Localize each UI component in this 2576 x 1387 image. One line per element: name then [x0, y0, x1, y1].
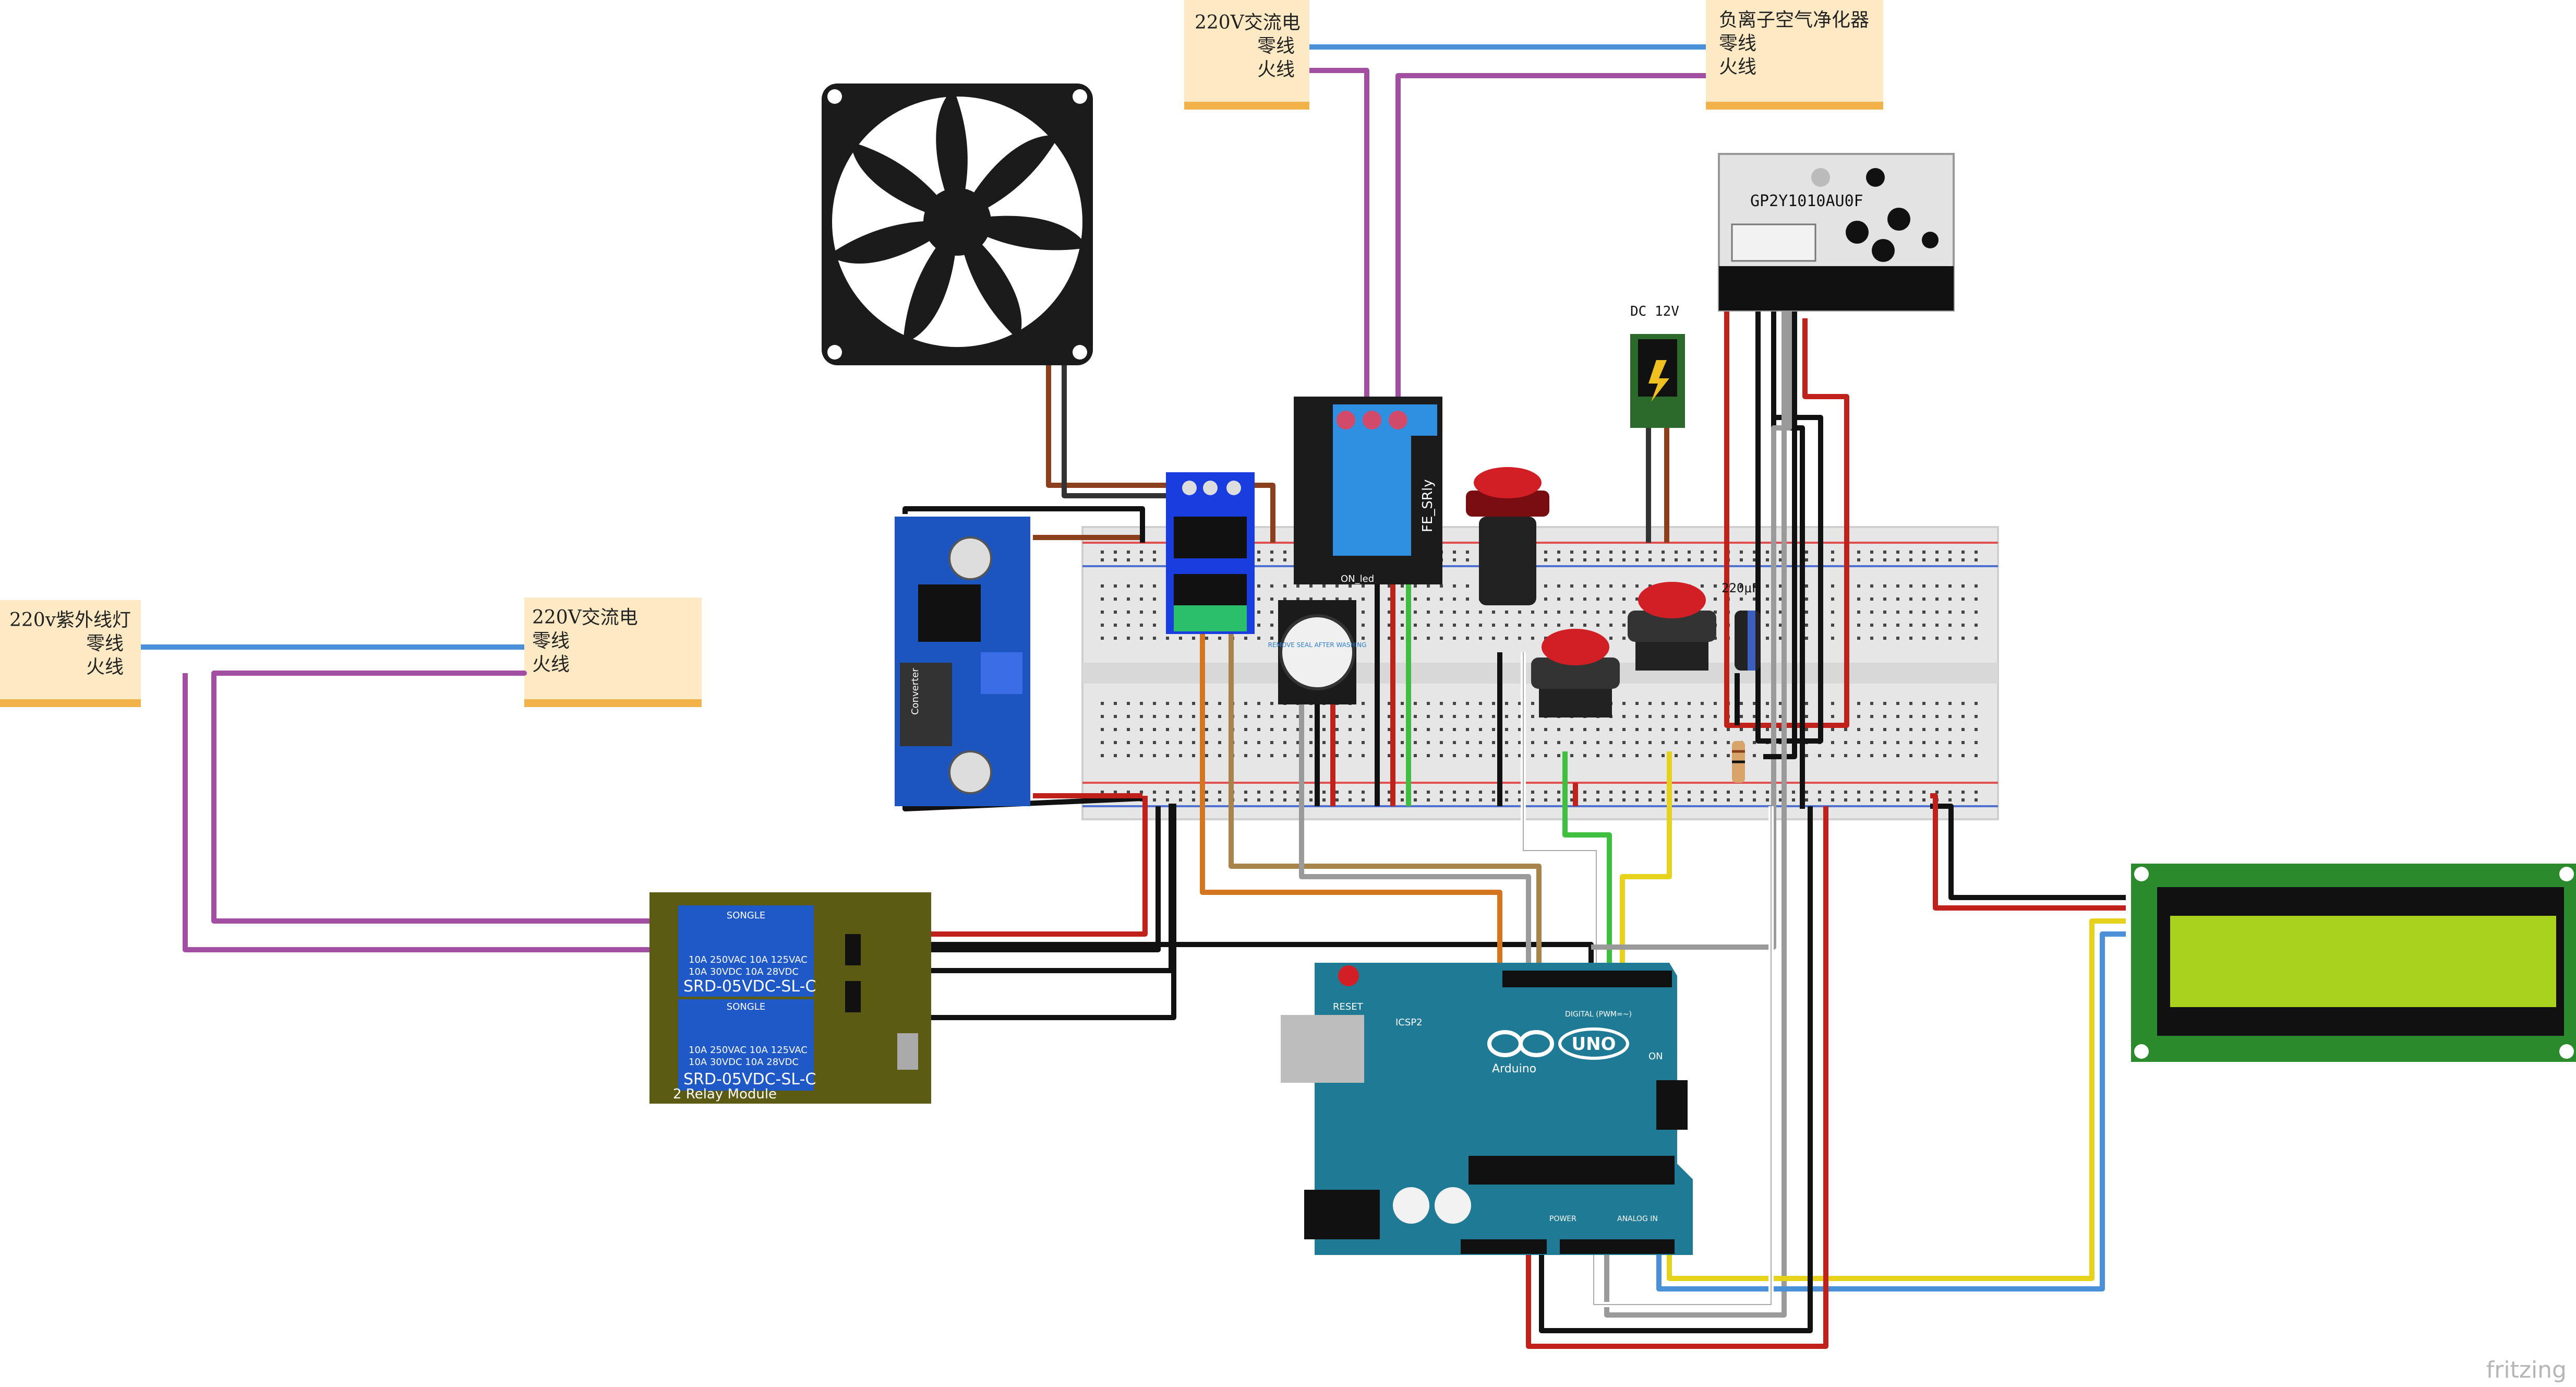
wire-mosfet-sig2: [1229, 626, 1542, 971]
note-purifier: 负离子空气净化器 零线 火线: [1706, 0, 1883, 110]
arduino-icsp-label: ICSP2: [1395, 1017, 1423, 1028]
relay-model-2: SRD-05VDC-SL-C: [683, 1070, 816, 1089]
buzzer-label: REMOVE SEAL AFTER WASHING: [1268, 641, 1367, 649]
wire-fan-a: [1046, 365, 1174, 488]
note-uv-lamp: 220v紫外线灯 零线 火线: [0, 600, 141, 707]
dc-jack-label: DC 12V: [1630, 304, 1679, 319]
capacitor-label: 220μF: [1722, 581, 1759, 595]
note-mains-top-line1: 220V交流电: [1195, 12, 1301, 33]
wire-rm-in2: [929, 804, 1176, 1020]
wire-ard-5v-red: [1526, 806, 1828, 1349]
note-uv-lamp-line1: 220v紫外线灯: [9, 609, 131, 631]
push-button-3[interactable]: [1628, 582, 1716, 671]
capacitor: 220μF: [1722, 581, 1761, 671]
wire-dust-red: [1724, 292, 1849, 728]
dc-jack: DC 12V: [1630, 304, 1685, 428]
wire-mains-live: [211, 671, 670, 924]
relay-spec-2a: 10A 250VAC 10A 125VAC: [689, 1045, 808, 1056]
wire-dust-gray: [1604, 261, 1787, 1318]
wire-btn2-outline: [1523, 652, 1597, 971]
wire-uv-live: [183, 673, 670, 952]
relay-spec-1b: 10A 30VDC 10A 28VDC: [689, 966, 799, 977]
dust-sensor: GP2Y1010AU0F: [1718, 153, 1955, 312]
wire-ard-a0-outline: [1593, 806, 1772, 1305]
relay-brand-2: SONGLE: [727, 1001, 765, 1012]
wires: [141, 44, 2126, 1349]
wire-buzzer-sig: [1299, 697, 1531, 971]
arduino-model: UNO: [1572, 1034, 1616, 1055]
wire-rm-gnd: [929, 806, 1161, 952]
note-mains-top: 220V交流电 零线 火线: [1184, 0, 1309, 110]
mosfet-module: [1166, 472, 1255, 634]
relay-spec-1a: 10A 250VAC 10A 125VAC: [689, 954, 808, 965]
wire-relay-purifier: [1395, 73, 1706, 423]
note-mains-left-line3: 火线: [532, 654, 570, 675]
wire-rm-vcc: [929, 796, 1148, 937]
lcd-display: [2131, 864, 2576, 1062]
arduino-digital-label: DIGITAL (PWM=~): [1565, 1010, 1632, 1019]
relay-module-name: 2 Relay Module: [673, 1086, 777, 1102]
relay-spec-2b: 10A 30VDC 10A 28VDC: [689, 1057, 799, 1068]
fritzing-watermark: fritzing: [2486, 1357, 2567, 1383]
note-purifier-line1: 负离子空气净化器: [1719, 9, 1869, 31]
note-purifier-line3: 火线: [1719, 56, 1756, 78]
note-mains-left-line2: 零线: [532, 630, 570, 652]
buzzer: REMOVE SEAL AFTER WASHING: [1268, 600, 1367, 704]
single-relay-module: FE_SRly ON_led: [1294, 397, 1442, 584]
wire-mosfet-out: [1252, 483, 1275, 543]
arduino-power-label: POWER: [1549, 1215, 1576, 1223]
note-mains-top-line2: 零线: [1257, 35, 1295, 57]
arduino-uno: RESET ICSP2 DIGITAL (PWM=~) POWER ANALOG…: [1281, 963, 1693, 1255]
arduino-logo: UNO Arduino: [1487, 1027, 1629, 1075]
note-uv-lamp-line2: 零线: [86, 633, 124, 654]
push-button-1[interactable]: [1466, 467, 1549, 605]
arduino-on-label: ON: [1648, 1051, 1663, 1062]
push-button-2[interactable]: [1531, 629, 1620, 718]
wire-mosfet-sig: [1200, 626, 1502, 971]
note-mains-left: 220V交流电 零线 火线: [524, 597, 702, 707]
dust-sensor-label: GP2Y1010AU0F: [1750, 192, 1863, 210]
buck-converter: Converter: [895, 517, 1030, 806]
buck-converter-label: Converter: [910, 668, 921, 715]
resistor: [1732, 741, 1745, 783]
wire-top-live: [1309, 68, 1369, 423]
wire-dust-4: [1763, 261, 1797, 759]
two-relay-module: SONGLE 10A 250VAC 10A 125VAC 10A 30VDC 1…: [649, 892, 931, 1104]
relay-model-1: SRD-05VDC-SL-C: [683, 977, 816, 996]
relay-single-led-label: ON_led: [1341, 573, 1374, 584]
wire-lcd-sda: [1667, 918, 2126, 1281]
wire-buck-gnd: [902, 506, 1145, 543]
note-purifier-line2: 零线: [1719, 33, 1756, 54]
wire-fan-b: [1062, 365, 1174, 498]
relay-single-label: FE_SRly: [1420, 479, 1436, 532]
arduino-brand: Arduino: [1492, 1062, 1536, 1075]
wire-lcd-scl: [1656, 931, 2126, 1292]
wire-ard-gnd: [1539, 806, 1813, 1333]
arduino-analog-label: ANALOG IN: [1617, 1215, 1658, 1223]
note-mains-top-line3: 火线: [1257, 59, 1295, 80]
cooling-fan: [822, 83, 1093, 365]
wire-dust-3: [1591, 261, 1792, 950]
arduino-reset-label: RESET: [1333, 1001, 1364, 1012]
note-uv-lamp-line3: 火线: [86, 656, 124, 678]
note-mains-left-line1: 220V交流电: [532, 607, 638, 628]
wire-btn3: [1562, 751, 1612, 971]
relay-brand-1: SONGLE: [727, 910, 765, 921]
wire-lcd-vcc: [1930, 793, 2126, 911]
wire-buck-out: [902, 796, 1143, 811]
wire-lcd-gnd: [1930, 804, 2126, 900]
wire-btn4: [1620, 751, 1672, 971]
